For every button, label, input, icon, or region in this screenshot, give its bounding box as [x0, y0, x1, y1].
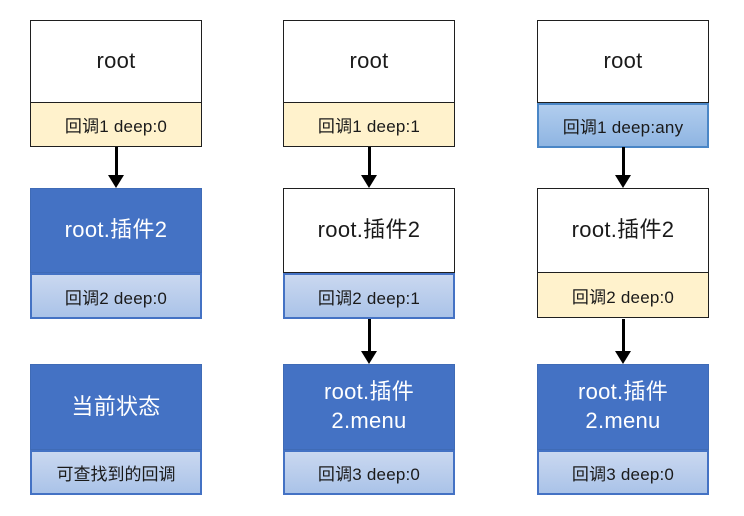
flow-arrow: [361, 319, 377, 364]
callback-strip-lightblue: 回调3 deep:0: [283, 450, 455, 495]
callback-strip-cream: 回调2 deep:0: [537, 272, 709, 318]
state-box-plugin2-menu-active: root.插件 2.menu: [283, 364, 455, 450]
callback-label: 回调2 deep:1: [317, 288, 421, 308]
callback-label: 回调3 deep:0: [571, 465, 675, 484]
arrow-stem: [367, 147, 371, 175]
node-root-case1: root 回调1 deep:0: [30, 20, 202, 147]
flow-arrow: [361, 147, 377, 188]
flow-arrow: [108, 147, 124, 188]
callback-strip-lightblue: 回调2 deep:0: [30, 273, 202, 319]
state-box-plugin2: root.插件2: [537, 188, 709, 273]
legend-findable-callbacks-box: 可查找到的回调: [30, 450, 202, 495]
node-plugin2-menu-case3: root.插件 2.menu 回调3 deep:0: [537, 364, 709, 495]
state-box-root: root: [283, 20, 455, 103]
arrow-head-icon: [615, 175, 631, 188]
arrow-head-icon: [108, 175, 124, 188]
state-title: root: [349, 48, 389, 74]
flow-arrow: [615, 319, 631, 364]
callback-label: 回调2 deep:0: [64, 288, 168, 308]
state-title: root.插件2: [317, 217, 421, 243]
state-box-plugin2-menu-active: root.插件 2.menu: [537, 364, 709, 450]
state-box-plugin2-active: root.插件2: [30, 188, 202, 273]
state-title: root.插件 2.menu: [577, 379, 669, 433]
callback-strip-anyblue: 回调1 deep:any: [537, 103, 709, 148]
callback-label: 回调3 deep:0: [317, 465, 421, 484]
legend-findable-callbacks-label: 可查找到的回调: [56, 465, 176, 484]
callback-label: 回调2 deep:0: [571, 287, 675, 307]
callback-strip-lightblue: 回调3 deep:0: [537, 450, 709, 495]
flow-arrow: [615, 147, 631, 188]
state-title: root: [603, 48, 643, 74]
state-title: root: [96, 48, 136, 74]
callback-label: 回调1 deep:0: [64, 117, 168, 136]
arrow-stem: [367, 319, 371, 351]
callback-strip-cream: 回调1 deep:1: [283, 102, 455, 147]
legend-current-state-label: 当前状态: [71, 393, 161, 419]
callback-strip-cream: 回调1 deep:0: [30, 102, 202, 147]
arrow-stem: [114, 147, 118, 175]
node-plugin2-menu-case2: root.插件 2.menu 回调3 deep:0: [283, 364, 455, 495]
node-plugin2-case2: root.插件2 回调2 deep:1: [283, 188, 455, 319]
arrow-stem: [621, 319, 625, 351]
state-title: root.插件2: [64, 217, 168, 243]
arrow-head-icon: [361, 175, 377, 188]
node-root-case3: root 回调1 deep:any: [537, 20, 709, 148]
state-box-plugin2: root.插件2: [283, 188, 455, 273]
state-box-root: root: [537, 20, 709, 103]
arrow-head-icon: [615, 351, 631, 364]
callback-label: 回调1 deep:any: [562, 118, 684, 137]
state-box-root: root: [30, 20, 202, 103]
callback-label: 回调1 deep:1: [317, 117, 421, 136]
legend-node: 当前状态 可查找到的回调: [30, 364, 202, 495]
state-title: root.插件 2.menu: [323, 379, 415, 433]
arrow-head-icon: [361, 351, 377, 364]
arrow-stem: [621, 147, 625, 175]
callback-strip-lightblue: 回调2 deep:1: [283, 273, 455, 319]
node-plugin2-case3: root.插件2 回调2 deep:0: [537, 188, 709, 318]
legend-current-state-box: 当前状态: [30, 364, 202, 450]
state-title: root.插件2: [571, 217, 675, 243]
node-plugin2-case1: root.插件2 回调2 deep:0: [30, 188, 202, 319]
node-root-case2: root 回调1 deep:1: [283, 20, 455, 147]
